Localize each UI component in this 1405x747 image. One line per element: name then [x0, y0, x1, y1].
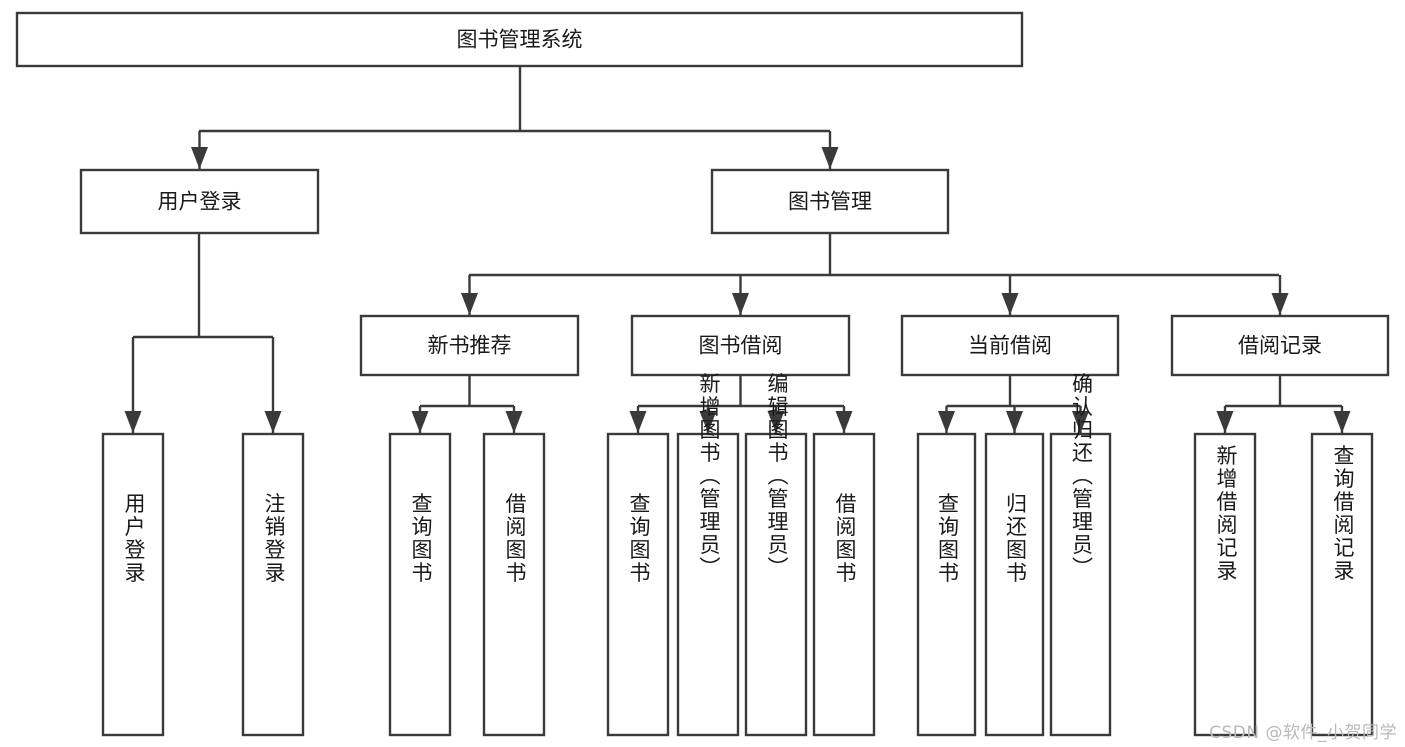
node-box-book-borrow	[630, 314, 851, 377]
node-book-borrow[interactable]: 图书借阅	[630, 314, 851, 377]
arrow-head-icon-leaf-add-book	[699, 411, 717, 433]
node-book-manage[interactable]: 图书管理	[710, 168, 950, 235]
connector-layer	[124, 66, 1351, 433]
node-box-current-borrow	[900, 314, 1120, 377]
node-leaf-logout[interactable]: 注销登录	[241, 432, 305, 737]
node-label-book-manage: 图书管理	[788, 190, 872, 214]
node-box-leaf-edit-book	[744, 432, 808, 737]
node-box-book-manage	[710, 168, 950, 235]
node-box-leaf-user-login	[101, 432, 165, 737]
node-label-borrow-record: 借阅记录	[1238, 334, 1322, 358]
node-label-book-borrow: 图书借阅	[699, 334, 783, 358]
node-box-leaf-confirm-return	[1049, 432, 1112, 737]
node-label-root: 图书管理系统	[457, 28, 583, 52]
arrow-head-icon-leaf-query-book-rec	[411, 411, 429, 433]
node-label-leaf-query-book-rec: 查询图书	[409, 493, 433, 585]
node-leaf-add-record[interactable]: 新增借阅记录	[1193, 432, 1257, 737]
arrow-head-icon-leaf-user-login	[124, 411, 142, 433]
node-box-leaf-borrow-book-rec	[482, 432, 546, 737]
arrow-head-icon-book-borrow	[732, 293, 749, 315]
arrow-head-icon-current-borrow	[1001, 293, 1019, 315]
node-label-leaf-return-book: 归还图书	[1004, 493, 1028, 585]
node-box-leaf-logout	[241, 432, 305, 737]
node-box-leaf-query-book-borrow	[606, 432, 670, 737]
node-leaf-edit-book[interactable]: 编辑图书（管理员）	[744, 373, 808, 737]
node-leaf-query-book-cur[interactable]: 查询图书	[916, 432, 977, 737]
arrow-head-icon-leaf-query-book-borrow	[629, 411, 647, 433]
node-label-leaf-edit-book: 编辑图书（管理员）	[765, 373, 789, 580]
node-user-login[interactable]: 用户登录	[79, 168, 320, 235]
arrow-head-icon-leaf-edit-book	[767, 411, 785, 433]
arrow-head-icon-leaf-query-book-cur	[938, 411, 955, 433]
node-leaf-query-book-borrow[interactable]: 查询图书	[606, 432, 670, 737]
node-label-leaf-add-book: 新增图书（管理员）	[697, 373, 721, 580]
arrow-head-icon-leaf-borrow-book	[835, 411, 853, 433]
node-label-leaf-query-record: 查询借阅记录	[1331, 445, 1355, 583]
node-current-borrow[interactable]: 当前借阅	[900, 314, 1120, 377]
node-leaf-user-login[interactable]: 用户登录	[101, 432, 165, 737]
node-box-user-login	[79, 168, 320, 235]
node-box-leaf-add-record	[1193, 432, 1257, 737]
arrow-head-icon-leaf-return-book	[1006, 411, 1023, 433]
node-label-leaf-borrow-book: 借阅图书	[833, 493, 857, 585]
arrow-head-icon-new-book-rec	[461, 293, 478, 315]
node-label-leaf-add-record: 新增借阅记录	[1214, 445, 1238, 583]
node-leaf-query-record[interactable]: 查询借阅记录	[1310, 432, 1374, 737]
node-leaf-add-book[interactable]: 新增图书（管理员）	[676, 373, 740, 737]
node-box-leaf-add-book	[676, 432, 740, 737]
arrow-head-icon-book-manage	[821, 147, 839, 169]
arrow-head-icon-leaf-add-record	[1216, 411, 1234, 433]
node-box-borrow-record	[1170, 314, 1390, 377]
node-borrow-record[interactable]: 借阅记录	[1170, 314, 1390, 377]
arrow-head-icon-leaf-confirm-return	[1072, 411, 1089, 433]
node-box-leaf-borrow-book	[812, 432, 876, 737]
node-box-leaf-query-book-cur	[916, 432, 977, 737]
node-label-leaf-borrow-book-rec: 借阅图书	[503, 493, 527, 585]
arrow-head-icon-borrow-record	[1271, 293, 1289, 315]
node-box-new-book-rec	[359, 314, 580, 377]
node-label-new-book-rec: 新书推荐	[428, 334, 512, 358]
node-label-leaf-user-login: 用户登录	[122, 493, 146, 585]
node-box-leaf-query-record	[1310, 432, 1374, 737]
node-box-root	[15, 11, 1024, 68]
node-label-leaf-logout: 注销登录	[262, 493, 286, 585]
node-leaf-borrow-book-rec[interactable]: 借阅图书	[482, 432, 546, 737]
arrow-head-icon-leaf-logout	[264, 411, 282, 433]
node-new-book-rec[interactable]: 新书推荐	[359, 314, 580, 377]
node-leaf-borrow-book[interactable]: 借阅图书	[812, 432, 876, 737]
node-leaf-return-book[interactable]: 归还图书	[984, 432, 1045, 737]
node-label-leaf-query-book-borrow: 查询图书	[627, 493, 651, 585]
arrow-head-icon-leaf-query-record	[1333, 411, 1351, 433]
node-root[interactable]: 图书管理系统	[15, 11, 1024, 68]
node-label-user-login: 用户登录	[158, 190, 242, 214]
node-leaf-confirm-return[interactable]: 确认归还（管理员）	[1049, 373, 1112, 737]
arrow-head-icon-leaf-borrow-book-rec	[505, 411, 523, 433]
node-box-leaf-query-book-rec	[388, 432, 452, 737]
node-box-leaf-return-book	[984, 432, 1045, 737]
node-leaf-query-book-rec[interactable]: 查询图书	[388, 432, 452, 737]
node-label-leaf-query-book-cur: 查询图书	[936, 493, 960, 585]
node-label-current-borrow: 当前借阅	[968, 334, 1052, 358]
arrow-head-icon-user-login	[191, 147, 208, 169]
node-label-leaf-confirm-return: 确认归还（管理员）	[1070, 373, 1094, 580]
node-layer: 图书管理系统用户登录图书管理新书推荐图书借阅当前借阅借阅记录用户登录注销登录查询…	[15, 11, 1390, 737]
